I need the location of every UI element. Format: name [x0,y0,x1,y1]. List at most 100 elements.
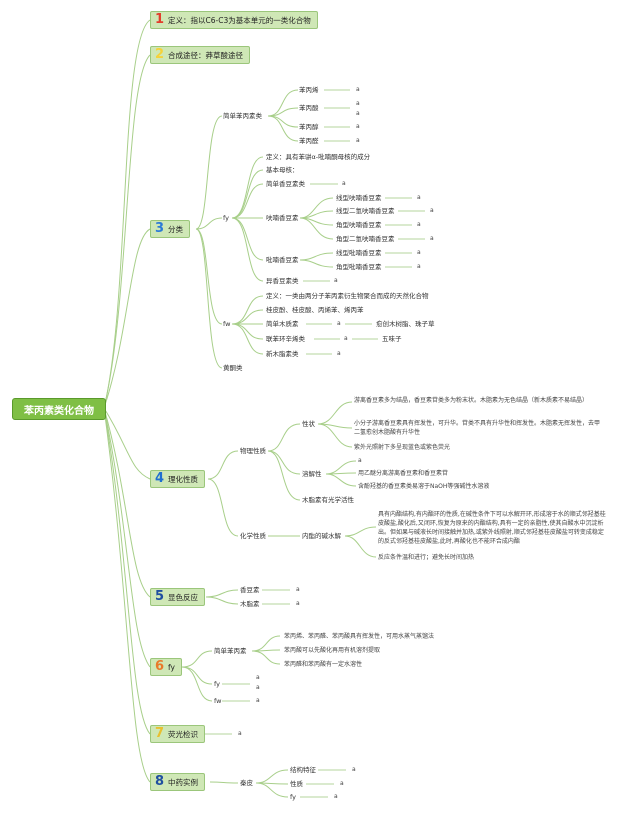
branch-1-label: 定义：指以C6-C3为基本单元的一类化合物 [168,15,311,25]
solubility-note-1: 用乙醚分离游离香豆素和香豆素苷 [358,470,449,477]
root-topic[interactable]: 苯丙素类化合物 [12,398,106,420]
leaf-a: a [356,100,360,107]
leaf-a: a [417,249,421,256]
appearance[interactable]: 性状 [302,420,315,428]
lignan-definition[interactable]: 定义：一类由两分子苯丙素衍生物聚合而成的天然化合物 [266,292,429,300]
leaf-a: a [430,207,434,214]
angular-pyranocoumarin[interactable]: 角型吡喃香豆素 [336,263,382,271]
lactone-hydrolysis[interactable]: 内酯的碱水解 [302,532,341,540]
branch-4-number: 4 [155,471,165,486]
branch-5-label: 显色反应 [168,592,199,602]
coumarin-definition[interactable]: 定义：具有苯骈α-吡喃酮母核的成分 [266,153,371,161]
branch-2-number: 2 [155,47,165,62]
leaf-a: a [356,86,360,93]
leaf-a: a [356,137,360,144]
linear-pyranocoumarin[interactable]: 线型吡喃香豆素 [336,249,382,257]
leaf-a: a [417,221,421,228]
branch-8-examples[interactable]: 8 中药实例 [150,773,206,791]
leaf-a: a [356,110,360,117]
leaf-a: a [352,766,356,773]
leaf-a: a [356,123,360,130]
angular-furanocoumarin[interactable]: 角型呋喃香豆素 [336,221,382,229]
leaf-a: a [334,793,338,800]
branch-8-label: 中药实例 [168,777,199,787]
leaf-a: a [358,457,362,464]
branch-6-label: fy [168,662,175,672]
branch-8-number: 8 [155,774,165,789]
branch-2-synthesis[interactable]: 2 合成途径：莽草酸途径 [150,46,251,64]
lignan-fw-method[interactable]: fw [214,697,222,705]
qinpi-fy[interactable]: fy [290,793,297,801]
phenylpropene[interactable]: 苯丙烯 [299,86,319,94]
fy-note-3: 苯丙醛和苯丙酸有一定水溶性 [284,661,363,668]
simple-coumarins[interactable]: 简单香豆素类 [266,180,305,188]
linear-dihydrofuranocoumarin[interactable]: 线型二氢呋喃香豆素 [336,207,395,215]
appearance-note-1: 游离香豆素多为结晶，香豆素苷类多为粉末状。木脂素为无色结晶（新木质素不易结晶） [354,397,589,404]
linear-furanocoumarin[interactable]: 线型呋喃香豆素 [336,194,382,202]
dibenzocyclooctadiene[interactable]: 联苯环辛烯类 [266,335,305,343]
simple-phenylpropanoid-fy[interactable]: 简单苯丙素 [214,647,247,655]
furanocoumarin[interactable]: 呋喃香豆素 [266,214,299,222]
branch-3-number: 3 [155,221,165,236]
phenylpropanoic-acid[interactable]: 苯丙酸 [299,104,319,112]
structure-features[interactable]: 结构特征 [290,766,316,774]
branch-3-label: 分类 [168,224,184,234]
appearance-note-2: 小分子游离香豆素具有挥发性，可升华。苷类不具有升华性和挥发性。木脂素无挥发性，去… [354,420,601,436]
branch-6-fy[interactable]: 6 fy [150,658,182,676]
neolignans[interactable]: 新木脂素类 [266,350,299,358]
lignan-fw[interactable]: fw [223,320,231,328]
solubility-note-2: 含酚羟基的香豆素类易溶于NaOH等强碱性水溶液 [358,483,490,490]
solubility[interactable]: 溶解性 [302,470,322,478]
appearance-note-3: 紫外光照射下多呈现蓝色或紫色荧光 [354,444,451,451]
angular-dihydrofuranocoumarin[interactable]: 角型二氢呋喃香豆素 [336,235,395,243]
leaf-a: a [342,180,346,187]
leaf-a: a [238,730,242,737]
pyranocoumarin[interactable]: 吡喃香豆素 [266,256,299,264]
leaf-a: a [430,235,434,242]
leaf-a: a [417,263,421,270]
leaf-a: a [417,194,421,201]
simple-lignans[interactable]: 简单木质素 [266,320,299,328]
leaf-a: a [256,674,260,681]
simple-lignan-examples[interactable]: 愈创木树脂、珠子草 [376,320,435,328]
fy-note-1: 苯丙烯、苯丙醛、苯丙酸具有挥发性，可用水蒸气蒸馏法 [284,633,435,640]
properties[interactable]: 性质 [290,780,303,788]
branch-6-number: 6 [155,659,165,674]
simple-phenylpropanoids[interactable]: 简单苯丙素类 [223,112,262,120]
phenylpropanol[interactable]: 苯丙醇 [299,123,319,131]
branch-7-fluorescence[interactable]: 7 荧光检识 [150,725,206,743]
leaf-a: a [344,335,348,342]
phenylpropanal[interactable]: 苯丙醛 [299,137,319,145]
leaf-a: a [296,600,300,607]
branch-7-number: 7 [155,726,165,741]
branch-1-definition[interactable]: 1 定义：指以C6-C3为基本单元的一类化合物 [150,11,318,29]
branch-2-label: 合成途径：莽草酸途径 [168,50,244,60]
lignan-types[interactable]: 桂皮酚、桂皮酸、丙烯苯、烯丙苯 [266,306,364,314]
leaf-a: a [256,684,260,691]
branch-5-color-reaction[interactable]: 5 显色反应 [150,588,206,606]
coumarin-fy[interactable]: fy [223,214,230,222]
fy-note-2: 苯丙酸可以先酸化再用有机溶剂提取 [284,647,381,654]
lignan-color[interactable]: 木脂素 [240,600,260,608]
chemical-properties[interactable]: 化学性质 [240,532,266,540]
branch-4-properties[interactable]: 4 理化性质 [150,470,206,488]
flavonoids[interactable]: 黄酮类 [223,364,243,372]
leaf-a: a [334,277,338,284]
physical-properties[interactable]: 物理性质 [240,447,266,455]
leaf-a: a [296,586,300,593]
lactone-note-2: 反应条件温和进行；避免长时间加热 [378,554,475,561]
coumarin-fy-method[interactable]: fy [214,680,221,688]
schisandra[interactable]: 五味子 [382,335,402,343]
optical-activity[interactable]: 木脂素有光学活性 [302,496,354,504]
leaf-a: a [340,780,344,787]
qinpi[interactable]: 秦皮 [240,779,253,787]
branch-3-classification[interactable]: 3 分类 [150,220,191,238]
leaf-a: a [337,320,341,327]
branch-1-number: 1 [155,12,165,27]
leaf-a: a [256,697,260,704]
coumarin-color[interactable]: 香豆素 [240,586,260,594]
branch-7-label: 荧光检识 [168,729,199,739]
isocoumarins[interactable]: 异香豆素类 [266,277,299,285]
coumarin-base-nucleus[interactable]: 基本母核： [266,166,299,174]
